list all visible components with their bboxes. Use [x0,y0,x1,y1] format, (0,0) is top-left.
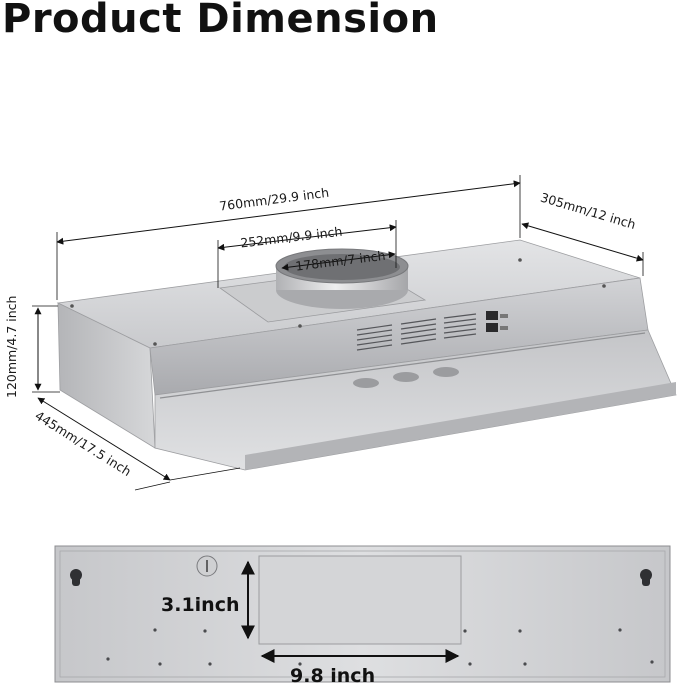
dimension-lines [32,175,644,491]
duct-plate-label: 252mm/9.9 inch [240,224,344,251]
vent-grille-1 [356,324,393,351]
light-2 [393,372,419,382]
duct-cutout [258,555,462,645]
light-3 [433,367,459,377]
depth-top-label: 305mm/12 inch [539,190,638,232]
keyhole-left [70,569,82,586]
hood-visor-edge [245,382,676,470]
vent-grille-3 [443,313,477,339]
cutout-height-label: 3.1inch [161,594,240,616]
fan-switch [486,311,498,320]
light-switch [486,323,498,332]
light-1 [353,378,379,388]
cutout-width-label: 9.8 inch [290,665,375,687]
top-view-panel [54,545,671,683]
keyhole-right [640,569,652,586]
height-label: 120mm/4.7 inch [4,296,19,398]
vent-grilles [356,313,477,351]
page-title: Product Dimension [2,0,439,42]
range-hood-illustration [56,239,677,471]
vent-grille-2 [400,318,437,345]
